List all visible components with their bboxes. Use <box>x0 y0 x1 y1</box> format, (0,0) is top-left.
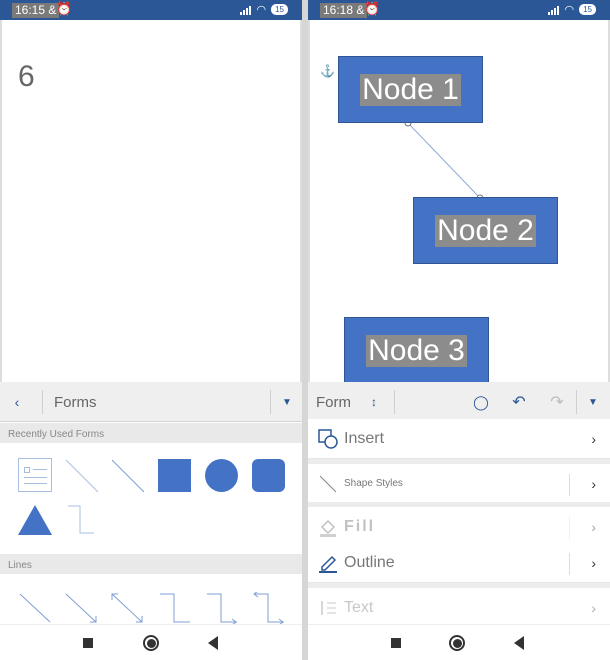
oval-shape[interactable] <box>205 459 238 492</box>
toolbar-title: Forms <box>54 394 97 411</box>
double-arrow-line-shape[interactable] <box>110 592 144 624</box>
dropdown-button[interactable]: ▼ <box>272 382 302 422</box>
outline-pen-icon <box>319 555 337 573</box>
back-icon[interactable] <box>208 636 218 650</box>
chevron-right-icon: › <box>591 599 596 616</box>
back-icon[interactable] <box>514 636 524 650</box>
format-toolbar: Form ↕ ◯ ↶ ↷ ▼ <box>308 382 610 422</box>
menu-text: Text › <box>308 588 610 628</box>
status-icons: ◠ 15 <box>240 3 288 16</box>
slide-canvas[interactable]: 6 <box>0 20 302 382</box>
home-icon[interactable] <box>449 635 465 651</box>
wifi-icon: ◠ <box>564 4 575 16</box>
left-screen: 16:15 & ⏰ ◠ 15 6 ‹ Forms ▼ Recently Used… <box>0 0 302 660</box>
rounded-rectangle-shape[interactable] <box>252 459 285 492</box>
arrow-shape[interactable] <box>110 458 146 494</box>
arrow-line-shape[interactable] <box>64 592 98 624</box>
line-shape[interactable] <box>18 592 52 624</box>
status-time: 16:18 & <box>320 3 368 18</box>
alarm-icon: ⏰ <box>364 1 381 16</box>
status-time: 16:15 & <box>12 3 60 18</box>
chevron-right-icon: › <box>591 475 596 492</box>
undo-icon[interactable]: ↶ <box>512 394 526 411</box>
shape-styles-icon <box>319 475 337 493</box>
status-bar: 16:15 & ⏰ ◠ 15 <box>0 0 302 20</box>
elbow-connector-shape[interactable] <box>158 592 192 624</box>
caret-down-icon: ▼ <box>282 396 292 408</box>
recents-icon[interactable] <box>83 638 93 648</box>
nav-bar <box>0 624 302 660</box>
signal-icon <box>548 5 560 15</box>
recents-icon[interactable] <box>391 638 401 648</box>
right-screen: 16:18 & ⏰ ◠ 15 ⚓ Node 1 Node 2 Node 3 Fo… <box>308 0 610 660</box>
nav-bar <box>308 624 610 660</box>
slide-canvas[interactable]: ⚓ Node 1 Node 2 Node 3 <box>308 20 610 384</box>
wifi-icon: ◠ <box>256 4 267 16</box>
battery-icon: 15 <box>579 4 596 15</box>
anchor-icon: ⚓ <box>320 64 335 78</box>
node-3[interactable]: Node 3 <box>344 317 489 384</box>
caret-down-icon[interactable]: ▼ <box>588 396 598 408</box>
forms-toolbar: ‹ Forms ▼ <box>0 382 302 422</box>
elbow-double-arrow-shape[interactable] <box>252 592 286 624</box>
chevron-right-icon: › <box>591 430 596 447</box>
alarm-icon: ⏰ <box>56 1 73 16</box>
insert-shapes-icon <box>318 429 338 449</box>
text-options-icon <box>321 601 336 615</box>
recent-forms-header: Recently Used Forms <box>0 423 302 443</box>
slide-number: 6 <box>18 60 35 93</box>
lightbulb-icon[interactable]: ◯ <box>473 393 489 410</box>
menu-label: Outline <box>344 553 395 571</box>
text-box-shape[interactable] <box>18 458 52 492</box>
elbow-arrow-shape[interactable] <box>205 592 239 624</box>
chevron-left-icon: ‹ <box>14 394 20 410</box>
chevron-right-icon: › <box>591 554 596 571</box>
menu-insert[interactable]: Insert › <box>308 419 610 459</box>
fill-bucket-icon <box>320 519 336 537</box>
node-1[interactable]: Node 1 <box>338 56 483 123</box>
node-2[interactable]: Node 2 <box>413 197 558 264</box>
menu-label: Text <box>344 598 374 616</box>
triangle-shape[interactable] <box>17 504 53 536</box>
signal-icon <box>240 5 252 15</box>
line-shape[interactable] <box>64 458 100 494</box>
toolbar-title: Form <box>316 394 351 411</box>
menu-label: Insert <box>344 429 385 447</box>
home-icon[interactable] <box>143 635 159 651</box>
status-bar: 16:18 & ⏰ ◠ 15 <box>308 0 610 20</box>
lines-header: Lines <box>0 554 302 574</box>
menu-outline[interactable]: Outline › <box>308 543 610 583</box>
menu-fill: Fill › <box>308 507 610 547</box>
menu-shape-styles[interactable]: Shape Styles › <box>308 464 610 504</box>
back-button[interactable]: ‹ <box>0 382 34 422</box>
redo-icon[interactable]: ↷ <box>550 394 564 411</box>
battery-icon: 15 <box>271 4 288 15</box>
updown-chevron-icon[interactable]: ↕ <box>371 395 377 409</box>
rectangle-shape[interactable] <box>158 459 191 492</box>
menu-label: Fill <box>344 517 376 535</box>
status-icons: ◠ 15 <box>548 3 596 16</box>
chevron-right-icon: › <box>591 518 596 535</box>
menu-label: Shape Styles <box>344 478 403 489</box>
elbow-connector-shape[interactable] <box>64 504 100 536</box>
